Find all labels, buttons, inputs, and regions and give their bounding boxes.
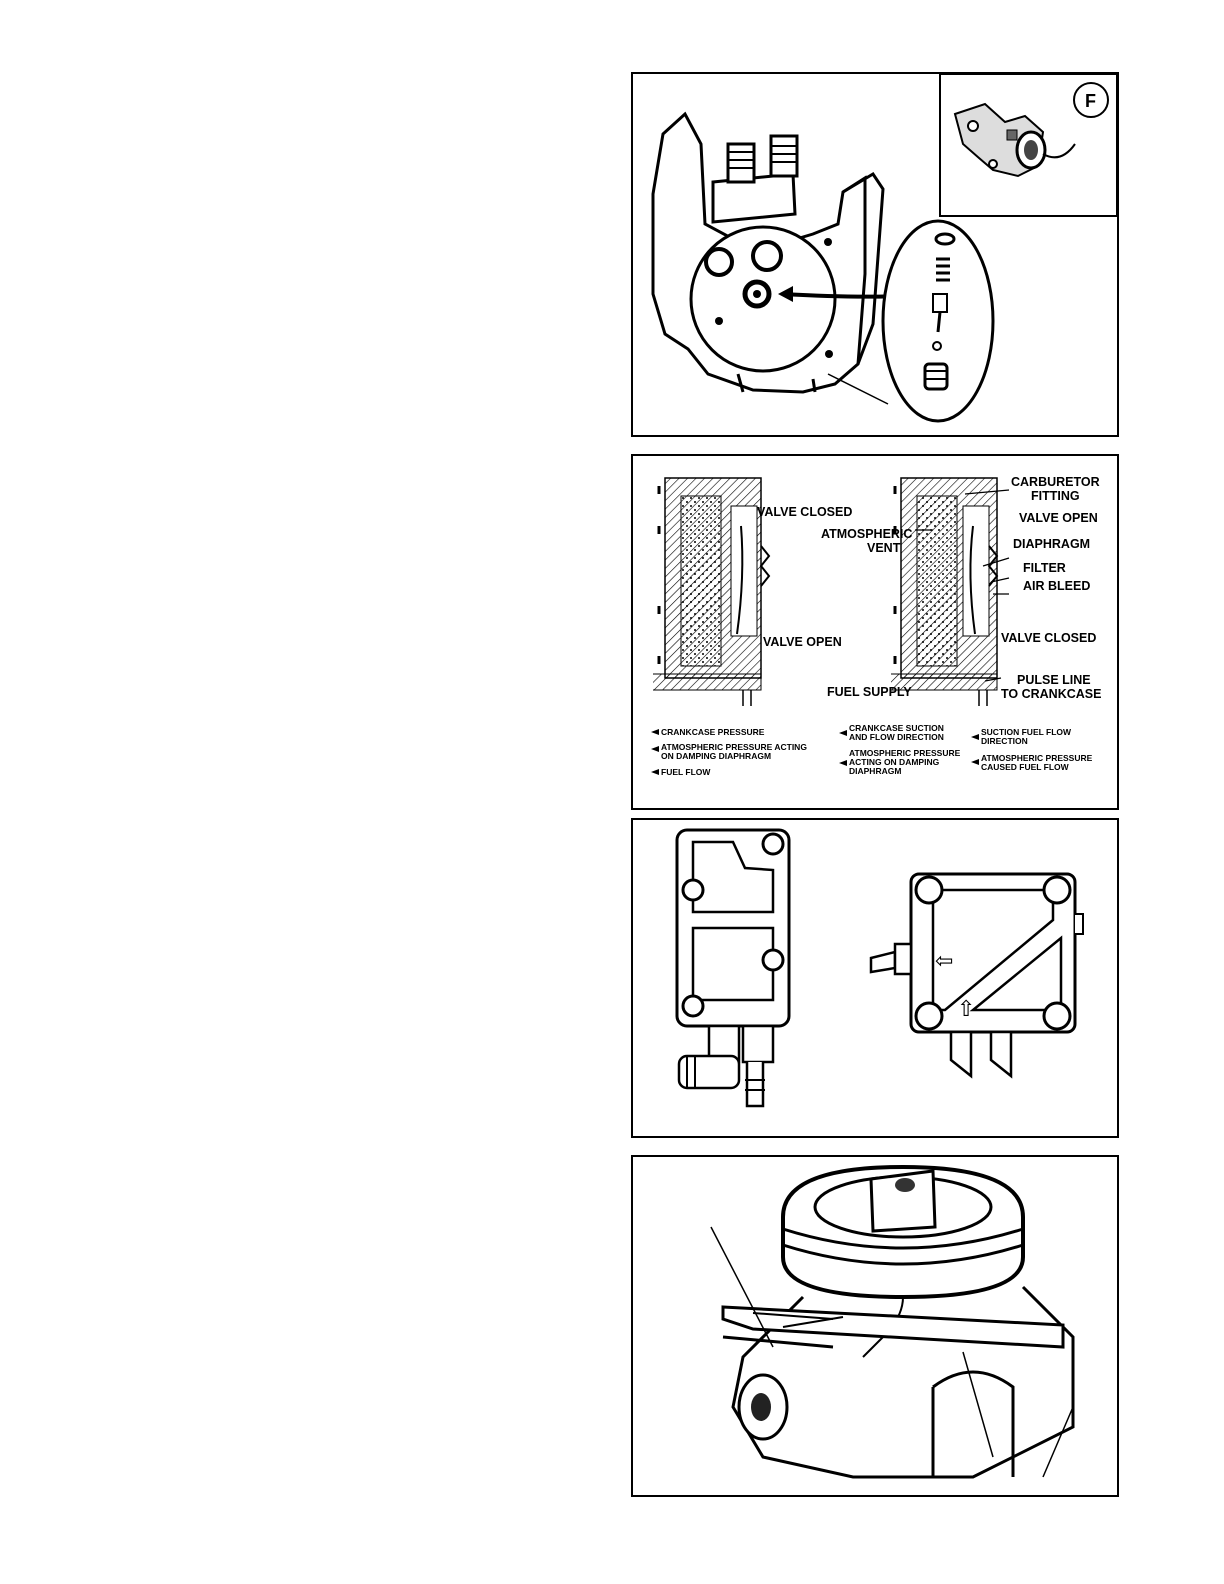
label-valve-open-left: VALVE OPEN: [763, 635, 842, 649]
pump-gasket-illustration: ⇦ ⇧: [675, 828, 1084, 1108]
leader-lines: [964, 489, 1010, 595]
fuel-pump-diagram: CARBURETOR FITTING VALVE CLOSED VALVE OP…: [651, 475, 1101, 777]
label-valve-closed-right: VALVE CLOSED: [1001, 631, 1096, 645]
label-atmospheric: ATMOSPHERIC: [821, 527, 912, 541]
legend-fuel-flow: FUEL FLOW: [661, 767, 711, 777]
legend-crankcase-suction-2: AND FLOW DIRECTION: [849, 732, 944, 742]
legend-atm-acting-2: ACTING ON DAMPING: [849, 757, 940, 767]
legend-atm-damping-1: ATMOSPHERIC PRESSURE ACTING: [661, 742, 807, 752]
carburetor-housing-icon: [731, 1164, 1075, 1479]
inset-letter-badge: [1073, 82, 1109, 118]
legend-atm-acting-1: ATMOSPHERIC PRESSURE: [849, 748, 961, 758]
label-vent: VENT: [867, 541, 901, 555]
figure-fuel-pump-cross-section: CARBURETOR FITTING VALVE CLOSED VALVE OP…: [631, 454, 1119, 810]
legend-atm-caused-2: CAUSED FUEL FLOW: [981, 762, 1070, 772]
legend-atm-caused-1: ATMOSPHERIC PRESSURE: [981, 753, 1093, 763]
flow-arrow-up-icon: ⇧: [957, 997, 975, 1022]
valve-seat-illustration: [710, 1164, 1075, 1479]
label-valve-closed-left: VALVE CLOSED: [757, 505, 852, 519]
figure-carburetor-inlet-valve: F: [631, 72, 1119, 437]
legend-atm-acting-3: DIAPHRAGM: [849, 766, 901, 776]
legend-atm-damping-2: ON DAMPING DIAPHRAGM: [661, 751, 771, 761]
label-carburetor: CARBURETOR: [1011, 475, 1100, 489]
pump-cover-icon: [869, 872, 1084, 1079]
legend-crankcase-pressure: CRANKCASE PRESSURE: [661, 727, 765, 737]
label-fitting: FITTING: [1031, 489, 1080, 503]
label-filter: FILTER: [1023, 561, 1066, 575]
pump-section-left: [653, 477, 771, 706]
legend: CRANKCASE PRESSURE ATMOSPHERIC PRESSURE …: [651, 723, 1093, 777]
flow-arrow-left-icon: ⇦: [935, 949, 953, 974]
carburetor-illustration: F: [651, 74, 1117, 423]
legend-crankcase-suction-1: CRANKCASE SUCTION: [849, 723, 944, 733]
inlet-needle-parts-icon: [923, 232, 956, 391]
label-to-crankcase: TO CRANKCASE: [1001, 687, 1101, 701]
legend-suction-fuel-1: SUCTION FUEL FLOW: [981, 727, 1072, 737]
pump-body-icon: [675, 828, 791, 1108]
carburetor-body-icon: [651, 111, 889, 405]
legend-suction-fuel-2: DIRECTION: [981, 736, 1028, 746]
inset-letter: F: [1085, 91, 1096, 111]
label-pulse-line: PULSE LINE: [1017, 673, 1091, 687]
label-fuel-supply: FUEL SUPPLY: [827, 685, 912, 699]
pump-section-right: [891, 477, 999, 706]
arrow-head: [778, 286, 793, 302]
figure-pump-gasket-cover: ⇦ ⇧: [631, 818, 1119, 1138]
leader-line-left: [710, 1226, 774, 1348]
label-air-bleed: AIR BLEED: [1023, 579, 1090, 593]
tool-rod-icon: [721, 1305, 1065, 1349]
leader-line-right: [962, 1351, 994, 1458]
figure-valve-seat-tool: [631, 1155, 1119, 1497]
label-valve-open-right: VALVE OPEN: [1019, 511, 1098, 525]
label-diaphragm: DIAPHRAGM: [1013, 537, 1090, 551]
inset-carburetor-icon: [953, 102, 1076, 178]
